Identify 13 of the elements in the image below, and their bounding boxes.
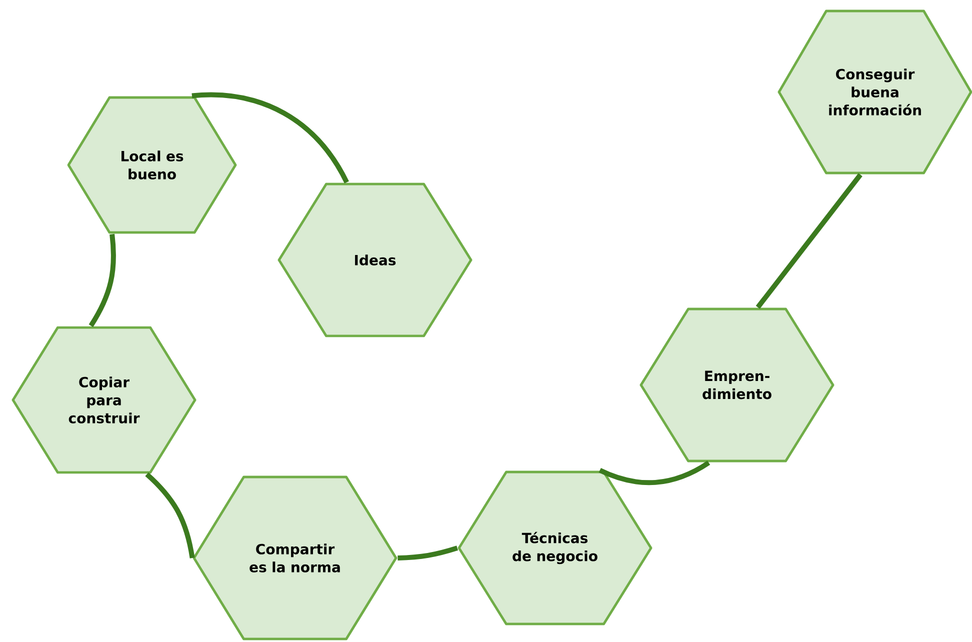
hexagon-box: Local es bueno — [67, 96, 237, 234]
hexagon-box: Empren- dimiento — [640, 308, 834, 462]
connector-line — [756, 173, 862, 309]
hexagon-box: Conseguir buena información — [778, 10, 972, 174]
connector-line — [598, 460, 710, 486]
connector-line — [145, 472, 195, 558]
hexagon-box: Copiar para construir — [12, 326, 196, 474]
connector-line — [192, 92, 349, 184]
hexagon-box: Técnicas de negocio — [458, 470, 652, 626]
hexagon-box: Compartir es la norma — [192, 476, 398, 640]
connector-line — [398, 546, 458, 560]
connector-line — [88, 234, 116, 328]
hexagon-box: Ideas — [278, 182, 472, 338]
